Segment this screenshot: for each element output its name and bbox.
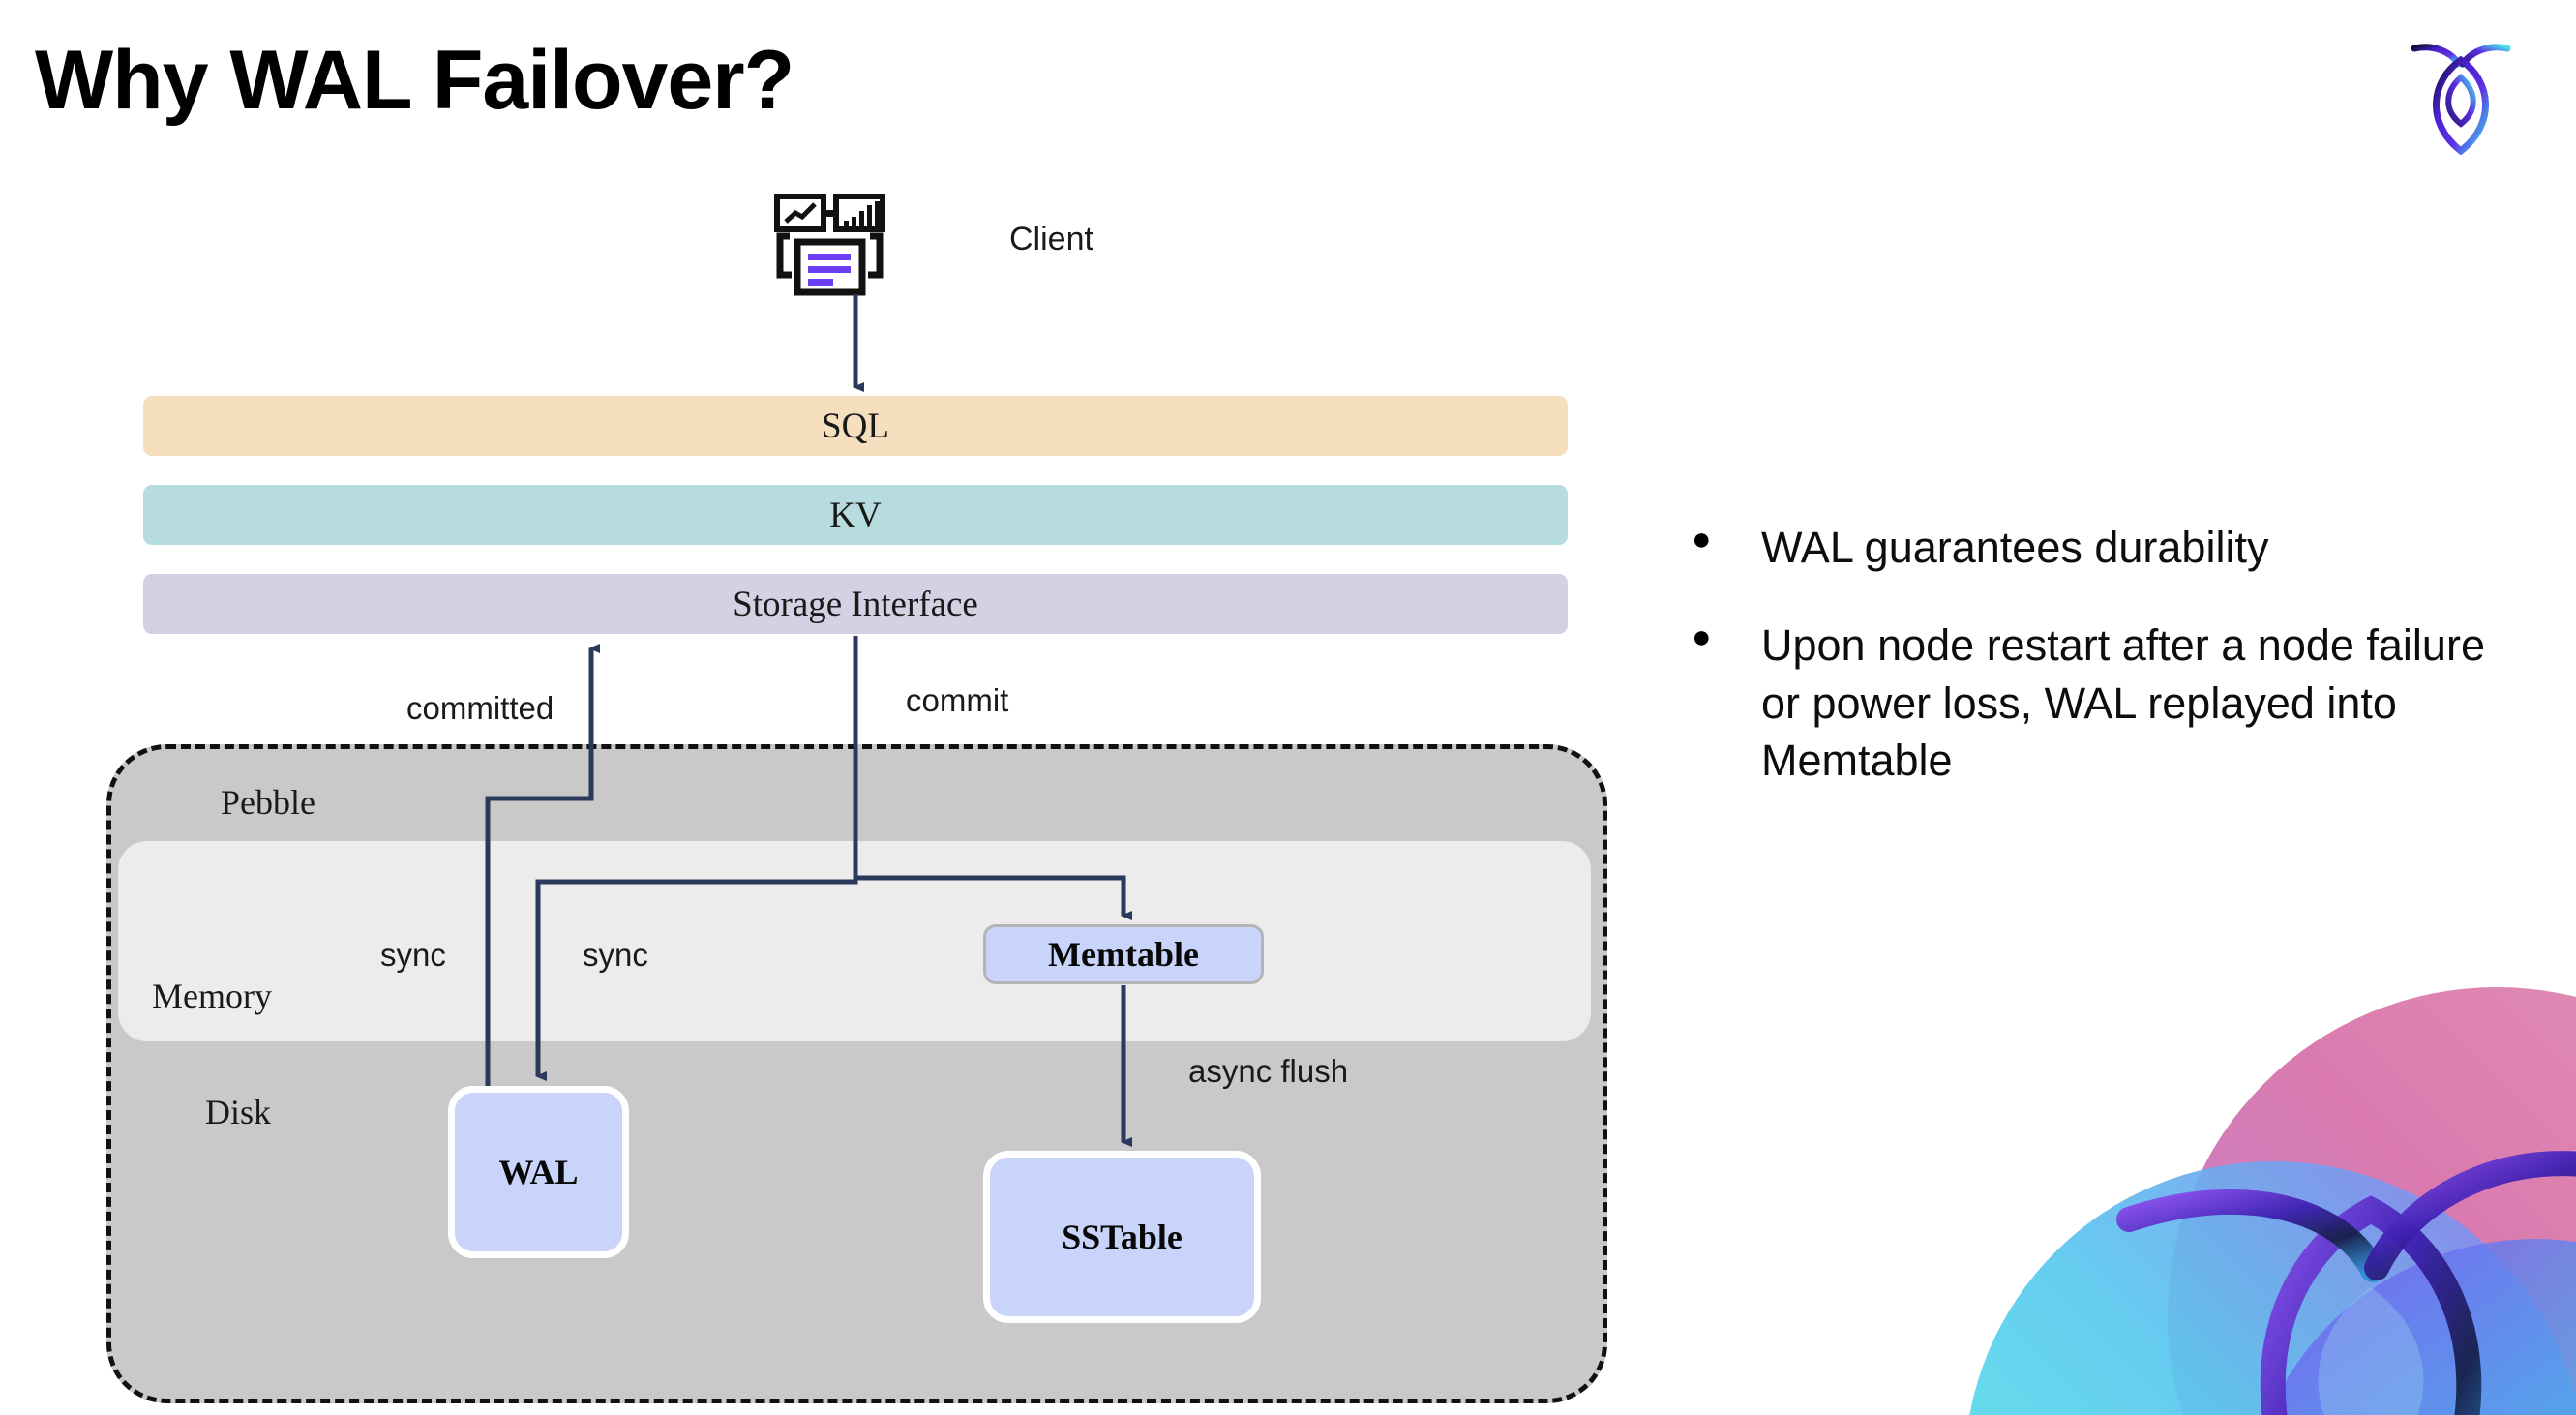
page-title: Why WAL Failover? — [35, 34, 794, 127]
node-wal: WAL — [448, 1086, 629, 1258]
edge-label-commit: commit — [906, 682, 1009, 718]
node-wal-label: WAL — [498, 1153, 579, 1191]
bullet-marker-icon: ● — [1692, 618, 1712, 656]
memory-region — [118, 841, 1591, 1041]
layer-bar-sql-label: SQL — [822, 406, 889, 446]
bullet-marker-icon: ● — [1692, 521, 1712, 557]
node-sstable-label: SSTable — [1062, 1218, 1183, 1256]
list-item: ● WAL guarantees durability — [1692, 519, 2524, 576]
layer-bar-kv: KV — [143, 485, 1568, 545]
edge-label-committed: committed — [406, 690, 554, 726]
client-dashboard-icon — [774, 194, 929, 300]
edge-label-async-flush: async flush — [1188, 1053, 1349, 1089]
layer-bar-storage-label: Storage Interface — [733, 584, 978, 624]
node-memtable: Memtable — [983, 924, 1264, 984]
pebble-label: Pebble — [221, 783, 315, 822]
layer-bar-storage-interface: Storage Interface — [143, 574, 1568, 634]
edge-label-sync-2: sync — [583, 937, 648, 973]
layer-bar-sql: SQL — [143, 396, 1568, 456]
list-item: ● Upon node restart after a node failure… — [1692, 617, 2524, 789]
node-sstable: SSTable — [983, 1151, 1261, 1323]
edge-label-sync-1: sync — [380, 937, 446, 973]
client-label: Client — [1009, 221, 1093, 257]
cockroachdb-watermark-icon — [1955, 929, 2576, 1415]
disk-label: Disk — [205, 1093, 272, 1131]
bullet-text: WAL guarantees durability — [1761, 523, 2269, 572]
cockroachdb-logo-icon — [2407, 35, 2515, 156]
layer-bar-kv-label: KV — [829, 495, 882, 535]
bullet-text: Upon node restart after a node failure o… — [1761, 620, 2485, 786]
bullet-list: ● WAL guarantees durability ● Upon node … — [1692, 519, 2524, 830]
node-memtable-label: Memtable — [1048, 935, 1199, 974]
memory-label: Memory — [152, 977, 272, 1015]
